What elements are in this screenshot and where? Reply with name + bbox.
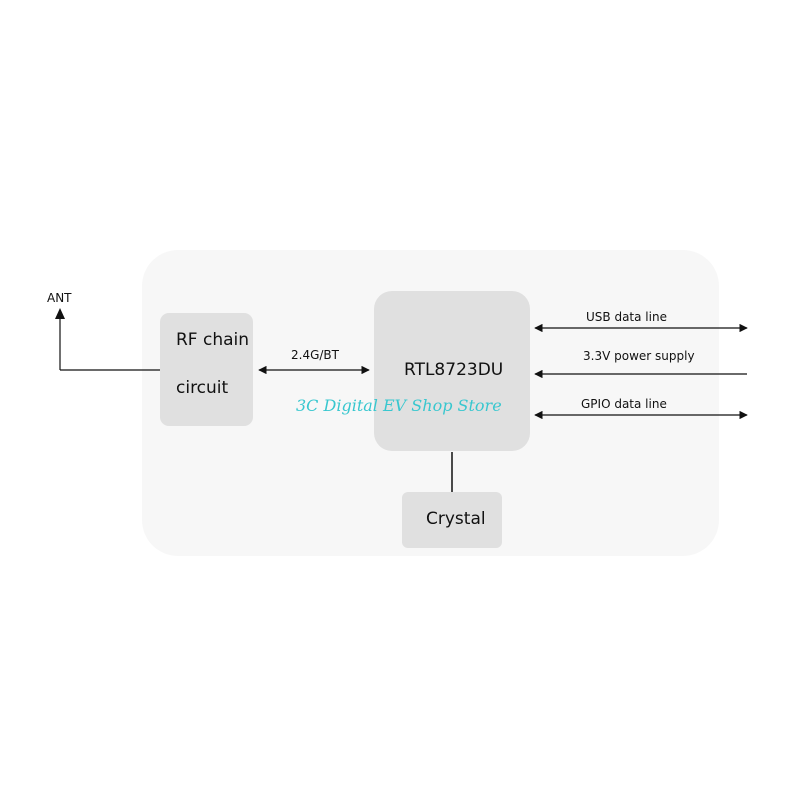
chip-label: RTL8723DU xyxy=(404,360,504,380)
crystal-block xyxy=(402,492,502,548)
antenna-line xyxy=(59,312,160,371)
usb-line-label: USB data line xyxy=(586,310,667,324)
rf-block-label-line2: circuit xyxy=(176,378,229,398)
gpio-line-label: GPIO data line xyxy=(581,397,667,411)
store-watermark: 3C Digital EV Shop Store xyxy=(296,396,502,415)
chip-block xyxy=(374,291,530,451)
rf-chain-block xyxy=(160,313,253,426)
antenna-arrow-icon xyxy=(55,308,65,319)
antenna-label: ANT xyxy=(47,291,72,305)
crystal-label: Crystal xyxy=(426,509,486,529)
power-line-label: 3.3V power supply xyxy=(583,349,695,363)
rf-link-label: 2.4G/BT xyxy=(291,348,339,362)
rf-block-label-line1: RF chain xyxy=(176,330,250,350)
